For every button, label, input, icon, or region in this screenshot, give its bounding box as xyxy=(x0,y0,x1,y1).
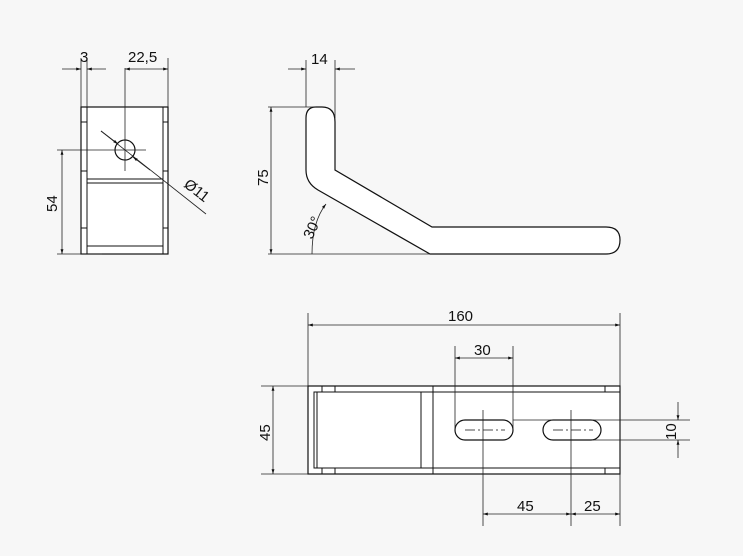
dim-slot-length: 30 xyxy=(474,342,491,359)
dim-thickness: 3 xyxy=(80,49,88,66)
dim-angle: 30° xyxy=(300,214,325,242)
dim-hole-height: 54 xyxy=(44,195,61,212)
side-view: 75 14 30° xyxy=(255,51,621,255)
top-view: 160 30 45 45 25 10 xyxy=(257,308,690,526)
dim-hole-diameter: Ø11 xyxy=(181,176,213,206)
dim-side-width: 14 xyxy=(311,51,328,68)
dim-slot-edge: 25 xyxy=(584,498,601,515)
dim-slot-width: 10 xyxy=(663,423,680,440)
dim-top-width: 45 xyxy=(257,424,274,441)
dim-length: 160 xyxy=(448,308,473,325)
dim-slot-spacing: 45 xyxy=(517,498,534,515)
dim-hole-offset: 22,5 xyxy=(128,49,157,66)
dim-side-height: 75 xyxy=(255,169,272,186)
front-view: 3 22,5 54 Ø11 xyxy=(44,49,213,255)
